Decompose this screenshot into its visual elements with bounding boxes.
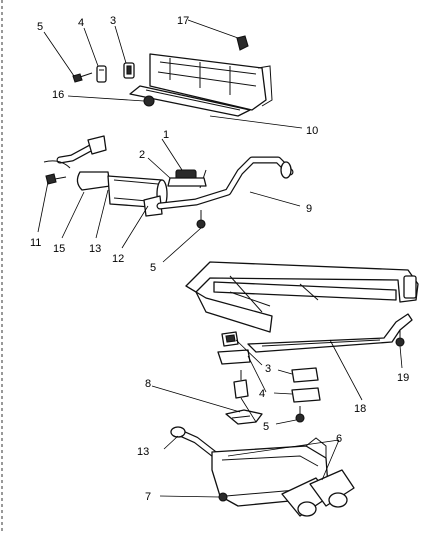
bolt-part-5-bottom bbox=[233, 370, 305, 423]
callout-18: 18 bbox=[354, 403, 366, 415]
callout-10: 10 bbox=[306, 125, 318, 137]
callout-4-bottom: 4 bbox=[259, 388, 265, 400]
hanger-bracket-part-3-top bbox=[123, 62, 135, 79]
callout-5-middle: 5 bbox=[150, 262, 156, 274]
callout-12: 12 bbox=[112, 253, 124, 265]
callout-4-top: 4 bbox=[78, 17, 84, 29]
callout-5-bottom: 5 bbox=[263, 421, 269, 433]
callout-3-top: 3 bbox=[110, 15, 116, 27]
callout-13-bottom: 13 bbox=[137, 446, 149, 458]
nut-part-16 bbox=[143, 95, 155, 107]
hanger-strap-part-18 bbox=[247, 313, 413, 353]
insulator-part-4-bottom bbox=[217, 349, 321, 403]
callout-2: 2 bbox=[139, 149, 145, 161]
callout-3-bottom: 3 bbox=[265, 363, 271, 375]
bolt-part-5-middle bbox=[196, 210, 206, 229]
exhaust-pipe-assembly bbox=[43, 135, 294, 217]
leader-lines bbox=[37, 19, 403, 498]
bracket-part-8 bbox=[225, 409, 263, 425]
bolt-part-5-top bbox=[72, 72, 93, 83]
callout-1: 1 bbox=[163, 129, 169, 141]
callout-8: 8 bbox=[145, 378, 151, 390]
vehicle-rear-frame bbox=[185, 261, 419, 333]
callout-15: 15 bbox=[53, 243, 65, 255]
callout-7: 7 bbox=[145, 491, 151, 503]
heat-shield-part-10 bbox=[129, 53, 273, 117]
nut-part-7 bbox=[218, 492, 228, 502]
tailpipe-and-muffler bbox=[170, 426, 355, 517]
callout-11: 11 bbox=[30, 237, 41, 249]
callout-16: 16 bbox=[52, 89, 64, 101]
callout-13-middle: 13 bbox=[89, 243, 101, 255]
bracket-part-2 bbox=[167, 177, 207, 187]
callout-9: 9 bbox=[306, 203, 312, 215]
callout-19: 19 bbox=[397, 372, 409, 384]
bolt-part-11 bbox=[45, 173, 67, 185]
callout-17: 17 bbox=[177, 15, 189, 27]
hanger-bracket-part-3-bottom bbox=[221, 331, 239, 347]
callout-6: 6 bbox=[336, 433, 342, 445]
clamp-part-17 bbox=[236, 35, 249, 51]
insulator-part-4-top bbox=[96, 65, 107, 83]
callout-5-top: 5 bbox=[37, 21, 43, 33]
